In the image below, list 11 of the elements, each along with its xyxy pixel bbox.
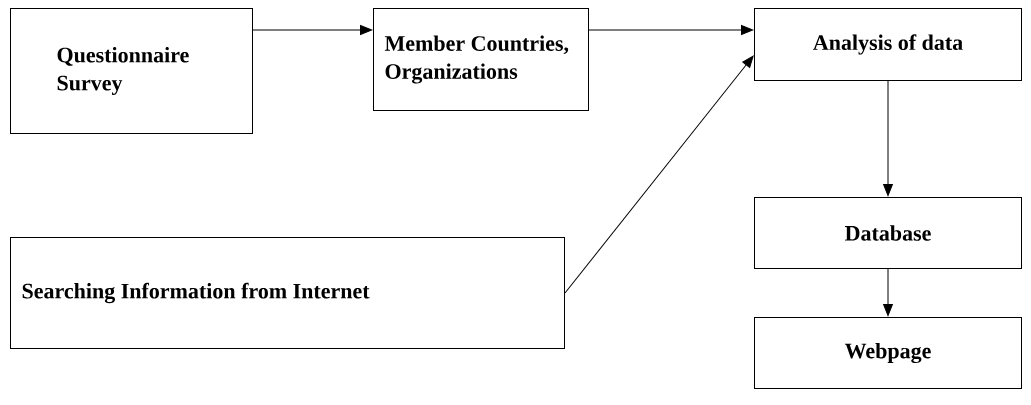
arrow [564, 55, 754, 294]
arrow [588, 25, 754, 35]
process-box: Searching Information from Internet [10, 237, 565, 349]
arrow [883, 80, 893, 197]
process-box: Member Countries, Organizations [373, 8, 589, 111]
process-box: Database [754, 197, 1022, 269]
process-box: Questionnaire Survey [10, 8, 253, 134]
arrow [252, 25, 373, 35]
arrow [883, 268, 893, 317]
process-box: Analysis of data [754, 8, 1022, 81]
process-box: Webpage [754, 317, 1022, 389]
